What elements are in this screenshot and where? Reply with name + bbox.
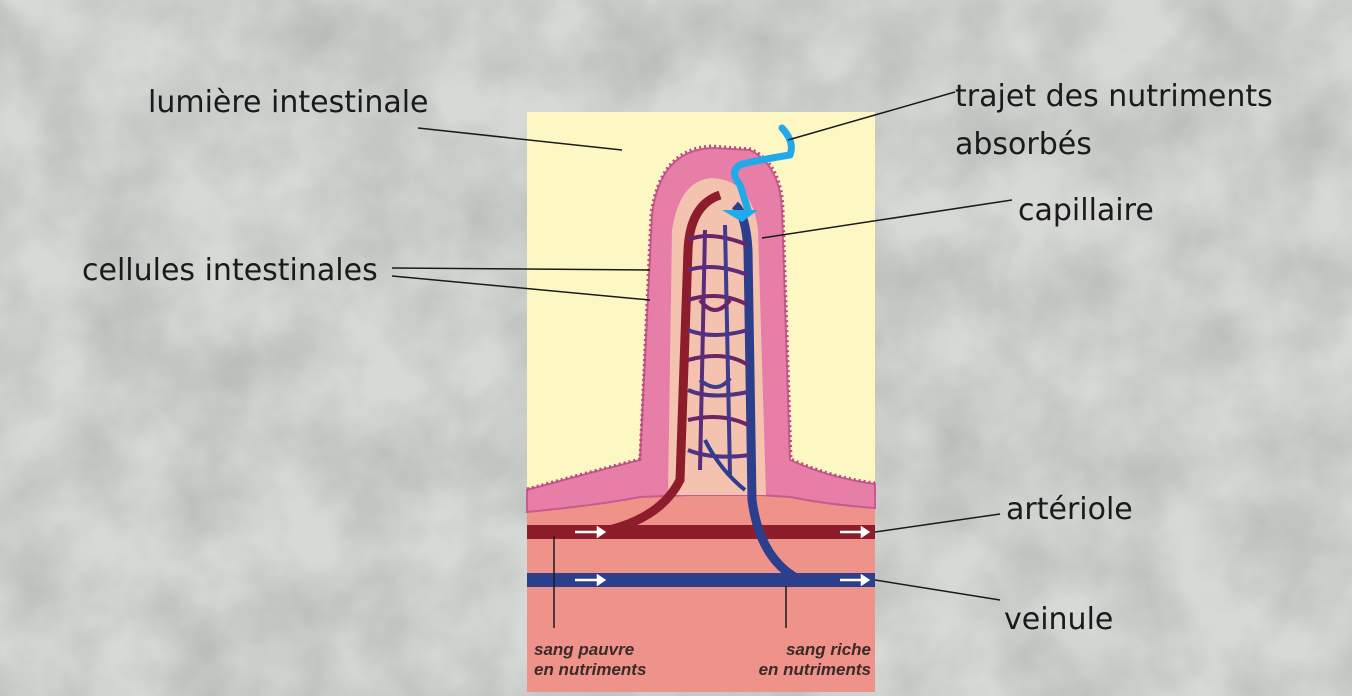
label-capillary: capillaire	[1018, 196, 1154, 226]
caption-poor-line1: sang pauvre	[534, 640, 646, 660]
caption-poor: sang pauvre en nutriments	[534, 640, 646, 679]
label-cells: cellules intestinales	[82, 256, 378, 286]
label-path-line1: trajet des nutriments	[955, 82, 1273, 112]
caption-rich-line1: sang riche	[733, 640, 871, 660]
label-arteriole: artériole	[1006, 495, 1133, 525]
caption-rich-line2: en nutriments	[733, 660, 871, 680]
label-lumen: lumière intestinale	[148, 88, 429, 118]
label-path-line2: absorbés	[955, 130, 1092, 160]
label-venule: veinule	[1004, 605, 1113, 635]
caption-rich: sang riche en nutriments	[733, 640, 871, 679]
caption-poor-line2: en nutriments	[534, 660, 646, 680]
